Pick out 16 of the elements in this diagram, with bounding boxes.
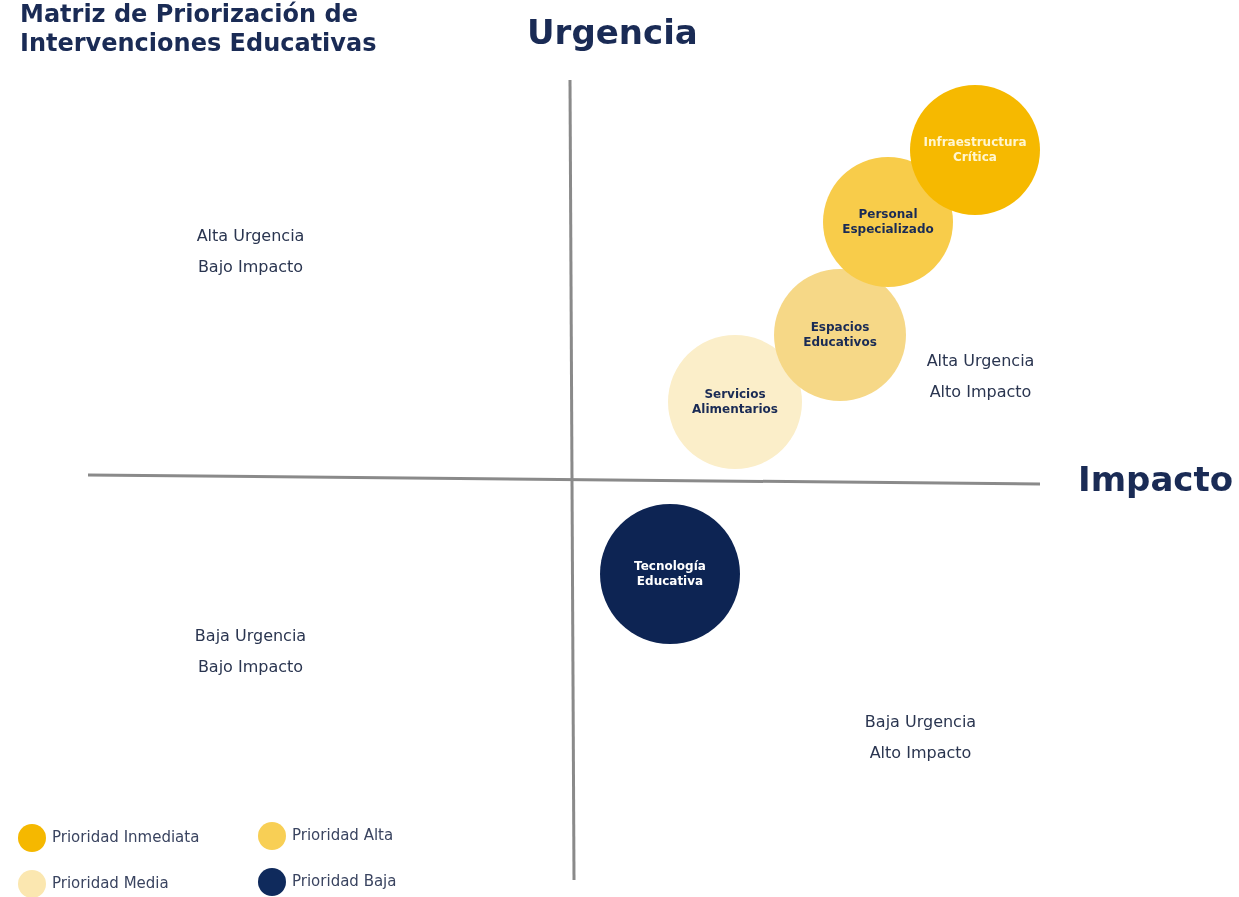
circle-label: Servicios Alimentarios — [691, 387, 779, 417]
quadrant-label: Alta Urgencia Alto Impacto — [925, 350, 1036, 404]
quadrant-label: Baja Urgencia Bajo Impacto — [193, 625, 308, 679]
circle-label: Tecnología Educativa — [633, 559, 707, 589]
legend-label: Prioridad Baja — [292, 872, 397, 890]
legend-label: Prioridad Alta — [292, 826, 394, 844]
title: Matriz de Priorización de Intervenciones Educativas — [20, 0, 378, 58]
circle-label: Infraestructura Crítica — [922, 135, 1028, 165]
circle-label: Personal Especializado — [841, 207, 935, 237]
axis-title: Urgencia — [527, 12, 698, 52]
legend-label: Prioridad Inmediata — [52, 828, 200, 846]
quadrant-label: Baja Urgencia Alto Impacto — [863, 711, 978, 765]
axis-title: Impacto — [1078, 459, 1234, 499]
circle-label: Espacios Educativos — [802, 320, 878, 350]
legend-label: Prioridad Media — [52, 874, 169, 892]
quadrant-label: Alta Urgencia Bajo Impacto — [195, 225, 306, 279]
